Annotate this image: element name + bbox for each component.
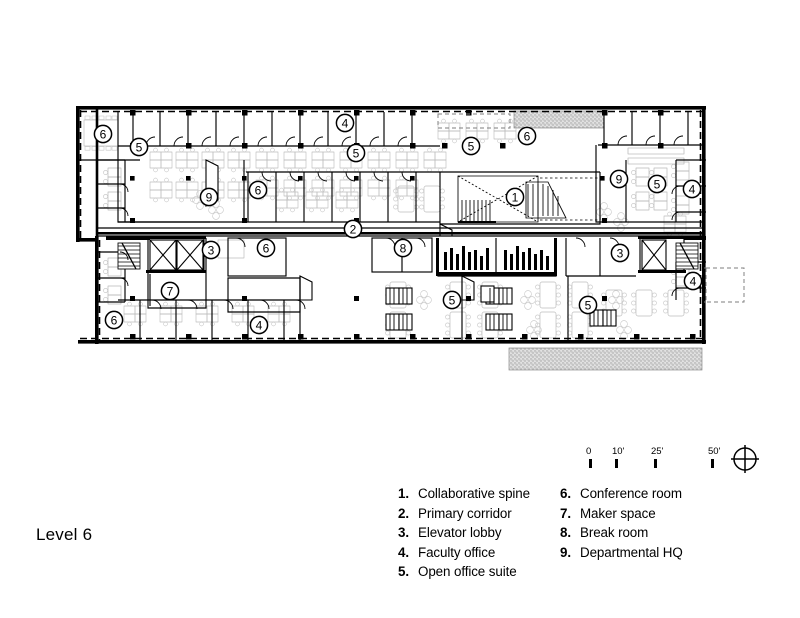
scale-tick-mark bbox=[589, 459, 592, 468]
room-marker-number: 6 bbox=[100, 127, 107, 141]
room-marker-number: 4 bbox=[690, 274, 697, 288]
legend-label: Primary corridor bbox=[418, 505, 512, 521]
legend-number: 5. bbox=[398, 564, 409, 580]
legend-label: Break room bbox=[580, 525, 649, 541]
dashed-overlays bbox=[437, 113, 745, 303]
room-marker-number: 6 bbox=[524, 129, 531, 143]
scale-tick-mark bbox=[654, 459, 657, 468]
room-marker-4: 4 bbox=[335, 113, 355, 133]
legend-label: Collaborative spine bbox=[418, 486, 530, 501]
room-marker-5: 5 bbox=[346, 143, 366, 163]
legend-number: 2. bbox=[398, 505, 409, 521]
room-marker-5: 5 bbox=[461, 136, 481, 156]
room-marker-4: 4 bbox=[682, 179, 702, 199]
room-marker-5: 5 bbox=[442, 290, 462, 310]
legend-item: 1. Collaborative spine bbox=[398, 486, 558, 506]
legend-item: 4. Faculty office bbox=[398, 545, 558, 565]
room-marker-number: 4 bbox=[256, 318, 263, 332]
legend-number: 6. bbox=[560, 486, 571, 501]
scale-tick-mark bbox=[615, 459, 618, 468]
room-marker-number: 3 bbox=[617, 246, 624, 260]
legend-label: Conference room bbox=[580, 486, 682, 501]
legend-item: 9. Departmental HQ bbox=[560, 545, 728, 565]
room-marker-number: 5 bbox=[654, 177, 661, 191]
legend-number: 8. bbox=[560, 525, 571, 541]
room-marker-9: 9 bbox=[609, 169, 629, 189]
scale-tick-mark bbox=[711, 459, 714, 468]
room-marker-5: 5 bbox=[647, 174, 667, 194]
stairs bbox=[117, 175, 699, 270]
legend-column-left: 1. Collaborative spine 2. Primary corrid… bbox=[398, 486, 558, 584]
north-arrow-icon bbox=[731, 445, 759, 473]
room-marker-number: 4 bbox=[689, 182, 696, 196]
room-marker-number: 5 bbox=[468, 139, 475, 153]
legend-number: 1. bbox=[398, 486, 409, 501]
room-marker-number: 9 bbox=[616, 172, 623, 186]
scale-tick-label: 50' bbox=[708, 446, 721, 457]
room-marker-number: 9 bbox=[206, 190, 213, 204]
room-marker-number: 6 bbox=[263, 241, 270, 255]
room-marker-3: 3 bbox=[610, 243, 630, 263]
stepped-seating bbox=[444, 246, 549, 270]
room-marker-4: 4 bbox=[249, 315, 269, 335]
legend-number: 7. bbox=[560, 505, 571, 521]
room-marker-1: 1 bbox=[505, 187, 525, 207]
legend-label: Faculty office bbox=[418, 544, 496, 560]
room-marker-5: 5 bbox=[129, 137, 149, 157]
room-marker-number: 8 bbox=[400, 241, 407, 255]
scale-tick-label: 10' bbox=[612, 446, 625, 457]
legend-item: 5. Open office suite bbox=[398, 564, 558, 584]
legend-item: 7. Maker space bbox=[560, 506, 728, 526]
legend-label: Departmental HQ bbox=[580, 544, 683, 560]
curtain-wall-mullions bbox=[79, 110, 702, 340]
room-marker-6: 6 bbox=[256, 238, 276, 258]
room-marker-3: 3 bbox=[201, 240, 221, 260]
legend-label: Maker space bbox=[580, 505, 656, 521]
legend-label: Open office suite bbox=[418, 564, 517, 580]
room-marker-number: 5 bbox=[136, 140, 143, 154]
room-marker-4: 4 bbox=[683, 271, 703, 291]
room-marker-9: 9 bbox=[199, 187, 219, 207]
room-marker-6: 6 bbox=[104, 310, 124, 330]
room-marker-number: 1 bbox=[512, 190, 519, 204]
room-marker-number: 2 bbox=[350, 222, 357, 236]
legend-number: 9. bbox=[560, 544, 571, 560]
elevator-shafts bbox=[149, 239, 667, 271]
room-marker-6: 6 bbox=[248, 180, 268, 200]
room-marker-8: 8 bbox=[393, 238, 413, 258]
room-number-markers: 6 5 4 5 5 6 9 5 4 9 6 1 2 3 6 8 3 7 4 5 5 6 4 bbox=[93, 113, 703, 335]
room-marker-number: 7 bbox=[167, 284, 174, 298]
room-marker-number: 3 bbox=[208, 243, 215, 257]
scale-tick-label: 0 bbox=[586, 446, 592, 457]
legend-item: 2. Primary corridor bbox=[398, 506, 558, 526]
room-marker-number: 5 bbox=[585, 298, 592, 312]
furniture-layer bbox=[83, 115, 690, 340]
scale-tick-label: 25' bbox=[651, 446, 664, 457]
poche-bars bbox=[76, 106, 706, 344]
legend-item: 6. Conference room bbox=[560, 486, 728, 506]
casework-blocks bbox=[385, 285, 617, 331]
room-marker-6: 6 bbox=[517, 126, 537, 146]
room-marker-number: 6 bbox=[255, 183, 262, 197]
room-marker-6: 6 bbox=[93, 124, 113, 144]
door-swings bbox=[119, 135, 684, 310]
room-marker-number: 5 bbox=[449, 293, 456, 307]
room-marker-number: 4 bbox=[342, 116, 349, 130]
room-marker-number: 6 bbox=[111, 313, 118, 327]
room-marker-2: 2 bbox=[343, 219, 363, 239]
legend-number: 4. bbox=[398, 544, 409, 560]
legend-number: 3. bbox=[398, 525, 409, 541]
legend-column-right: 6. Conference room 7. Maker space 8. Bre… bbox=[560, 486, 728, 564]
room-marker-5: 5 bbox=[578, 295, 598, 315]
legend-item: 3. Elevator lobby bbox=[398, 525, 558, 545]
legend-label: Elevator lobby bbox=[418, 525, 502, 541]
room-marker-number: 5 bbox=[353, 146, 360, 160]
room-marker-7: 7 bbox=[160, 281, 180, 301]
legend-item: 8. Break room bbox=[560, 525, 728, 545]
page-title: Level 6 bbox=[36, 525, 93, 544]
